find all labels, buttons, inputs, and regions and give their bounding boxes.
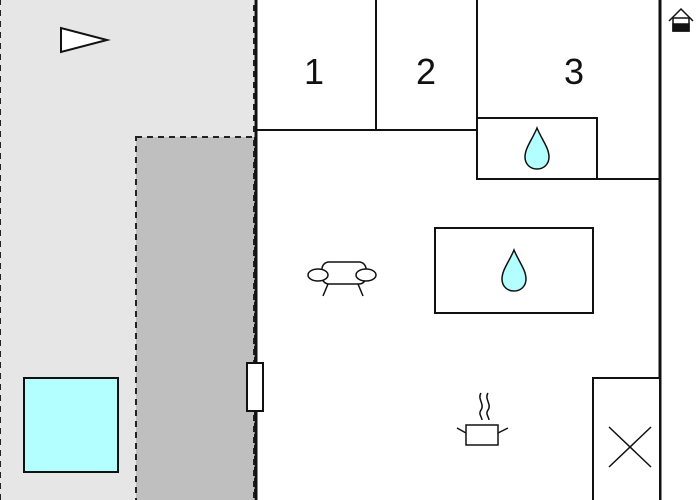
pool bbox=[23, 377, 119, 473]
terrace-shaded-area bbox=[135, 136, 255, 500]
staircase bbox=[592, 377, 661, 500]
north-arrow-icon bbox=[60, 26, 111, 54]
home-icon bbox=[668, 7, 694, 32]
room-3-label: 3 bbox=[564, 51, 584, 92]
cooking-pot-icon bbox=[456, 392, 509, 446]
water-drop-icon bbox=[524, 126, 550, 170]
shower-area bbox=[434, 227, 594, 314]
door bbox=[246, 362, 264, 412]
sofa-icon bbox=[307, 261, 377, 297]
room-2-label: 2 bbox=[416, 51, 436, 92]
room-1-label: 1 bbox=[304, 51, 324, 92]
bathroom bbox=[476, 117, 598, 180]
stairs-cross-icon-b bbox=[608, 426, 652, 468]
water-drop-icon bbox=[501, 248, 527, 292]
